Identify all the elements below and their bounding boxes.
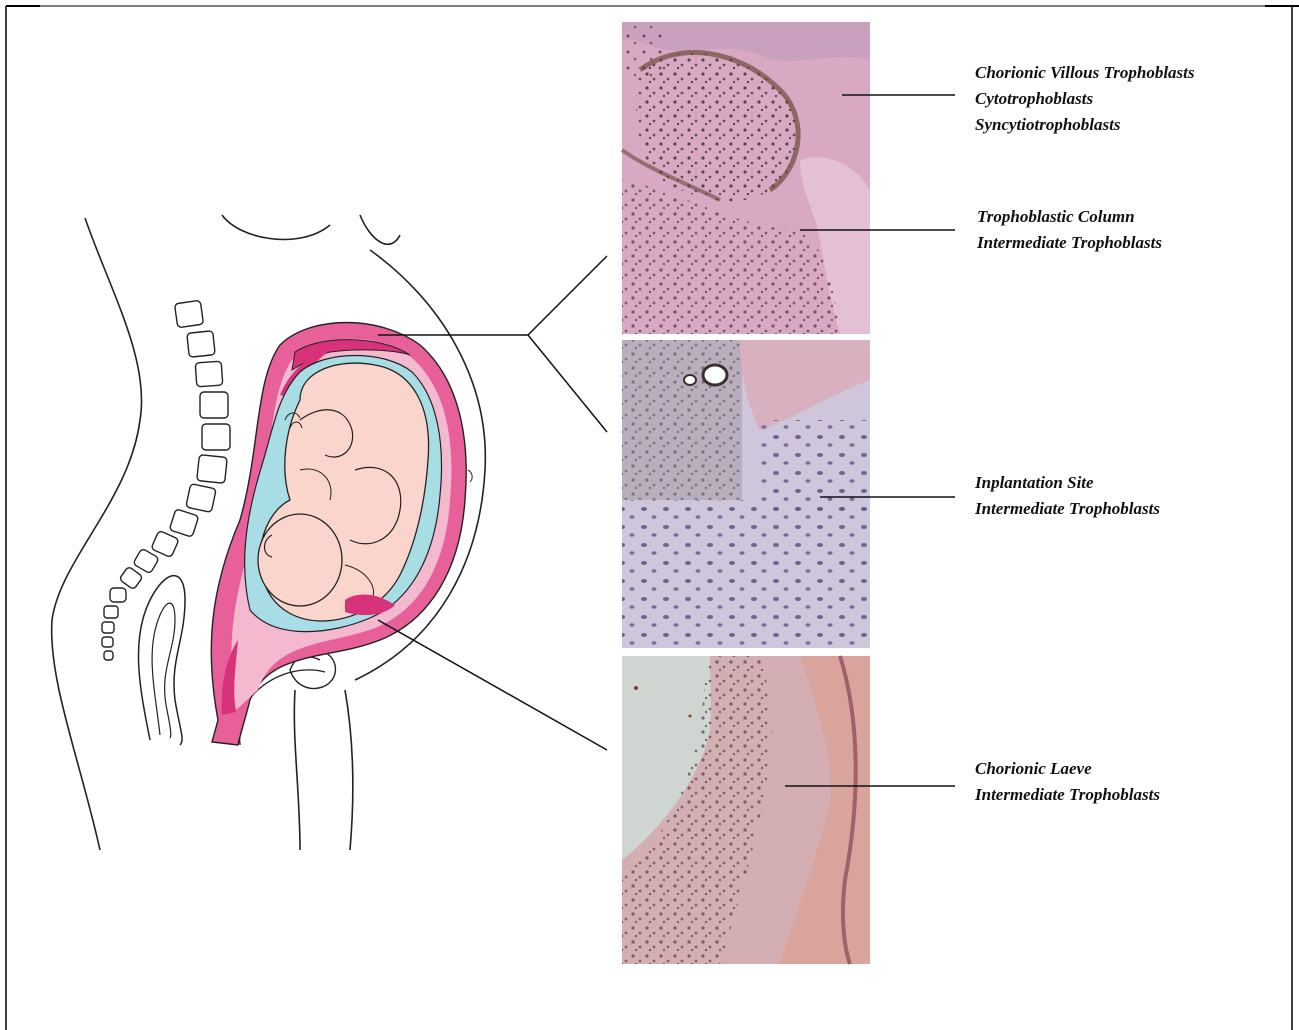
- label-column: Trophoblastic Column Intermediate Tropho…: [976, 207, 1162, 252]
- label-implantation-line1: Inplantation Site: [974, 473, 1094, 492]
- label-implantation-line2: Intermediate Trophoblasts: [974, 499, 1160, 518]
- villous-column-micrograph: [622, 22, 870, 334]
- label-villous-line3: Syncytiotrophoblasts: [975, 115, 1121, 134]
- label-column-line2: Intermediate Trophoblasts: [976, 233, 1162, 252]
- breast-outline: [222, 215, 400, 244]
- rectum: [138, 576, 185, 745]
- label-villous-line1: Chorionic Villous Trophoblasts: [975, 63, 1195, 82]
- label-laeve: Chorionic Laeve Intermediate Trophoblast…: [974, 759, 1160, 804]
- pregnancy-illustration: [52, 215, 486, 850]
- label-villous: Chorionic Villous Trophoblasts Cytotroph…: [975, 63, 1195, 134]
- back-outline: [52, 218, 142, 850]
- label-column-line1: Trophoblastic Column: [977, 207, 1135, 226]
- implantation-site-micrograph: [622, 340, 870, 648]
- chorion-laeve-micrograph: [622, 656, 870, 964]
- label-villous-line2: Cytotrophoblasts: [975, 89, 1093, 108]
- label-implantation: Inplantation Site Intermediate Trophobla…: [974, 473, 1160, 518]
- label-laeve-line2: Intermediate Trophoblasts: [974, 785, 1160, 804]
- label-laeve-line1: Chorionic Laeve: [975, 759, 1092, 778]
